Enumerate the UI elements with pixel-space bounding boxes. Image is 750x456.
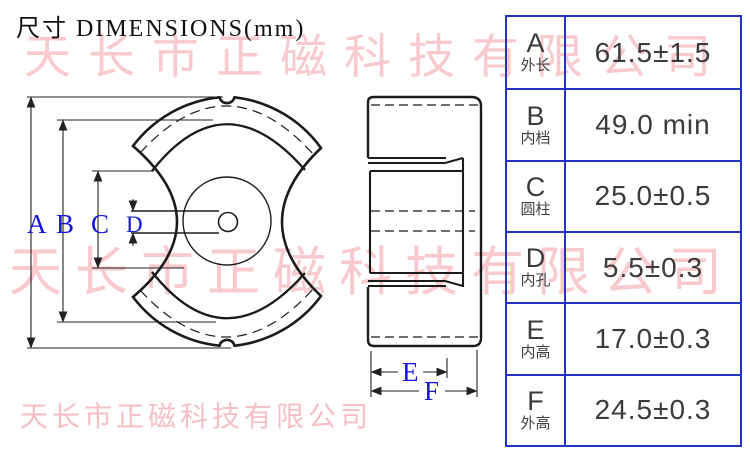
front-view-drawing <box>131 95 323 348</box>
core-technical-drawing: A B C D E F <box>26 95 483 406</box>
center-post-circle <box>182 176 272 266</box>
dim-label-f: F <box>424 376 439 406</box>
top-inner-arc <box>151 123 306 172</box>
table-row: F 外高 24.5±0.3 <box>507 373 740 445</box>
dim-label-a: A <box>27 209 47 239</box>
row-chinese-label: 内孔 <box>520 272 551 290</box>
dim-label-e: E <box>402 357 419 387</box>
top-dashed-arc <box>139 105 315 156</box>
row-letter: E <box>526 314 545 345</box>
row-header: B 内档 <box>507 90 566 160</box>
watermark-bottom: 天长市正磁科技有限公司 <box>20 401 373 432</box>
row-letter: C <box>525 172 546 203</box>
side-window-lines <box>368 156 465 288</box>
row-letter: F <box>527 386 544 417</box>
row-header: F 外高 <box>507 375 566 445</box>
row-chinese-label: 圆柱 <box>520 201 551 219</box>
row-letter: B <box>526 100 545 131</box>
row-value: 17.0±0.3 <box>594 322 712 354</box>
table-row: A 外长 61.5±1.5 <box>507 17 740 89</box>
bottom-inner-arc <box>151 271 306 320</box>
row-header: E 内高 <box>507 304 566 374</box>
row-chinese-label: 外长 <box>520 57 551 75</box>
table-row: D 内孔 5.5±0.3 <box>507 231 740 303</box>
row-letter: D <box>525 243 546 274</box>
watermark-top: 天长市正磁科技有限公司 <box>24 30 728 83</box>
dim-label-d: D <box>126 212 143 237</box>
page-title: 尺寸 DIMENSIONS(mm) <box>16 16 306 42</box>
front-view-dimensions <box>26 96 231 349</box>
table-row: C 圆柱 25.0±0.5 <box>507 159 740 231</box>
dim-label-b: B <box>56 209 74 239</box>
row-chinese-label: 内高 <box>520 343 551 361</box>
row-value: 24.5±0.3 <box>594 394 712 426</box>
dimensions-table: A 外长 61.5±1.5 B 内档 49.0 min C 圆柱 25.0±0.… <box>505 15 742 447</box>
dim-B-extension-lines <box>57 119 216 323</box>
row-letter: A <box>526 28 545 59</box>
dim-label-c: C <box>91 209 109 239</box>
table-row: E 内高 17.0±0.3 <box>507 302 740 374</box>
side-outline <box>366 95 483 348</box>
row-value: 49.0 min <box>595 108 711 140</box>
row-header: D 内孔 <box>507 233 566 303</box>
row-value: 61.5±1.5 <box>594 36 712 68</box>
row-value: 5.5±0.3 <box>602 251 704 283</box>
table-row: B 内档 49.0 min <box>507 88 740 160</box>
dim-A-extension-lines <box>27 96 231 349</box>
row-header: A 外长 <box>507 17 566 89</box>
side-view-drawing <box>366 95 483 348</box>
center-hole-circle <box>217 211 239 233</box>
core-outline <box>131 95 323 348</box>
row-value: 25.0±0.5 <box>594 180 712 212</box>
row-chinese-label: 内档 <box>520 129 551 147</box>
slot-lines <box>131 210 219 234</box>
row-chinese-label: 外高 <box>520 415 551 433</box>
row-header: C 圆柱 <box>507 161 566 231</box>
watermark-middle: 天长市正磁科技有限公司 <box>9 243 735 302</box>
bottom-dashed-arc <box>139 287 315 338</box>
side-view-dimensions <box>370 350 478 397</box>
